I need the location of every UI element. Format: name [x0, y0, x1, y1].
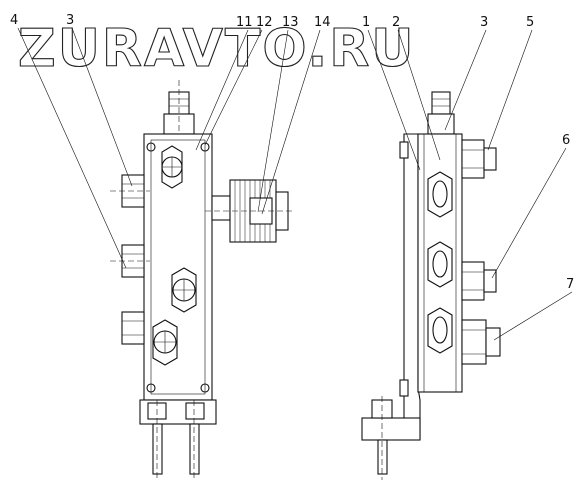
watermark-text: ZURAVTO.RU — [18, 19, 415, 79]
callout-label: 1 — [362, 15, 370, 30]
callout-label: 5 — [526, 15, 534, 30]
left-view — [17, 27, 321, 480]
callouts-left: 4 3 11 12 13 14 — [10, 13, 331, 30]
callout-label: 6 — [562, 133, 570, 148]
callout-label: 13 — [282, 15, 299, 30]
right-view — [361, 29, 573, 480]
callouts-right: 1 2 3 5 6 7 — [362, 15, 574, 292]
callout-label: 3 — [66, 13, 74, 28]
callout-label: 14 — [314, 15, 331, 30]
callout-label: 3 — [480, 15, 488, 30]
callout-label: 11 — [236, 15, 253, 30]
callout-label: 4 — [10, 13, 18, 28]
callout-label: 12 — [256, 15, 273, 30]
callout-label: 2 — [392, 15, 400, 30]
callout-label: 7 — [566, 277, 574, 292]
